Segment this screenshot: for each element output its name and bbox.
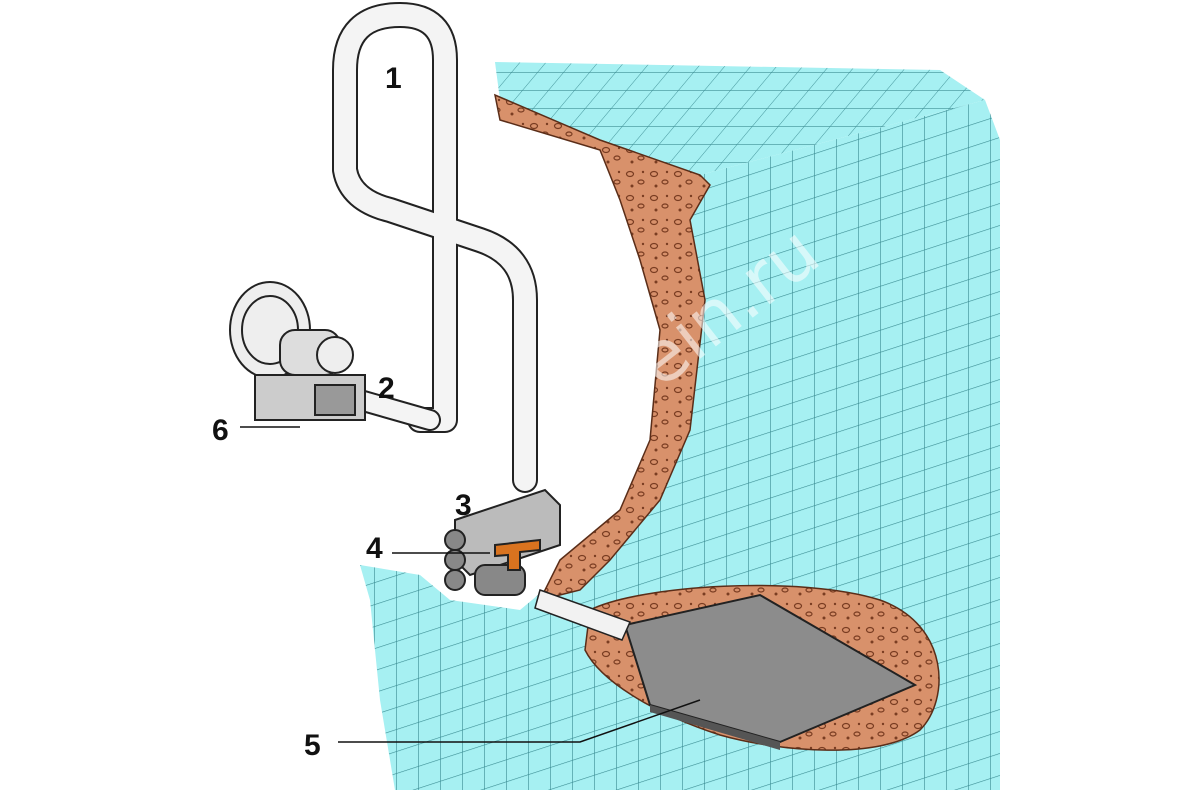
- air-feed-pipe: [534, 589, 632, 641]
- blower-unit: [229, 281, 366, 421]
- air-pipe: [332, 2, 538, 493]
- label-valve-handle: 4: [366, 532, 383, 565]
- leader-lines: [240, 426, 701, 743]
- label-pipe: 1: [385, 62, 402, 95]
- label-blower: 6: [212, 414, 229, 447]
- label-air-plate: 5: [304, 729, 321, 762]
- valve-handle: [494, 538, 541, 571]
- label-connector: 2: [378, 372, 395, 405]
- label-valve-box: 3: [455, 489, 472, 522]
- concrete-wall-section: [493, 93, 711, 602]
- air-distribution-plate: [534, 589, 918, 750]
